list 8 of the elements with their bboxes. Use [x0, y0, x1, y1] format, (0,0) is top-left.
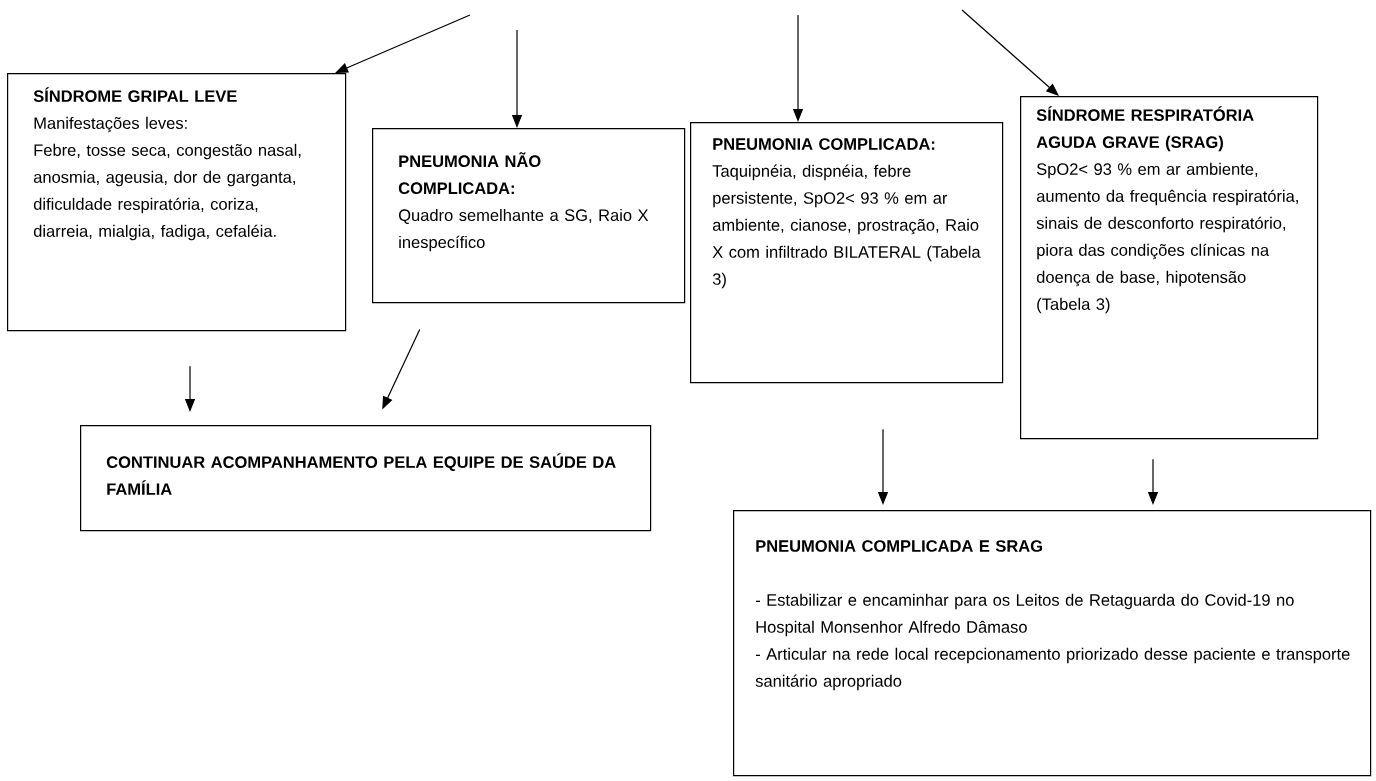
arrow [961, 9, 1059, 96]
process-box: PNEUMONIA COMPLICADA E SRAG - Estabilizar e encaminhar para os Leitos de Retaguarda do Covid-19 no Hospital Monsenhor Alfredo Dâmaso - Articular na rede local recepcionamento priorizado desse paciente e transporte sanitário apropriado [733, 510, 1372, 777]
process-box: CONTINUAR ACOMPANHAMENTO PELA EQUIPE DE SAÚDE DA FAMÍLIA [80, 425, 652, 532]
process-box: PNEUMONIA NÃO COMPLICADA: Quadro semelhante a SG, Raio X inespecífico [372, 128, 686, 304]
process-box: SÍNDROME GRIPAL LEVE Manifestações leves: Febre, tosse seca, congestão nasal, anosmia, ageusia, dor de garganta, dificuldade respiratória, coriza, diarreia, mialgia, fadiga, cefaléia. [7, 73, 347, 332]
arrow [335, 14, 471, 73]
process-box: PNEUMONIA COMPLICADA: Taquipnéia, dispnéia, febre persistente, SpO2< 93 % em ar ambiente, cianose, prostração, Raio X com infiltrado BILATERAL (Tabela 3) [690, 122, 1004, 384]
process-box: SÍNDROME RESPIRATÓRIA AGUDA GRAVE (SRAG) SpO2< 93 % em ar ambiente, aumento da frequência respiratória, sinais de desconforto respiratório, piora das condições clínicas na doença de base, hipotensão (Tabela 3) [1020, 96, 1319, 440]
